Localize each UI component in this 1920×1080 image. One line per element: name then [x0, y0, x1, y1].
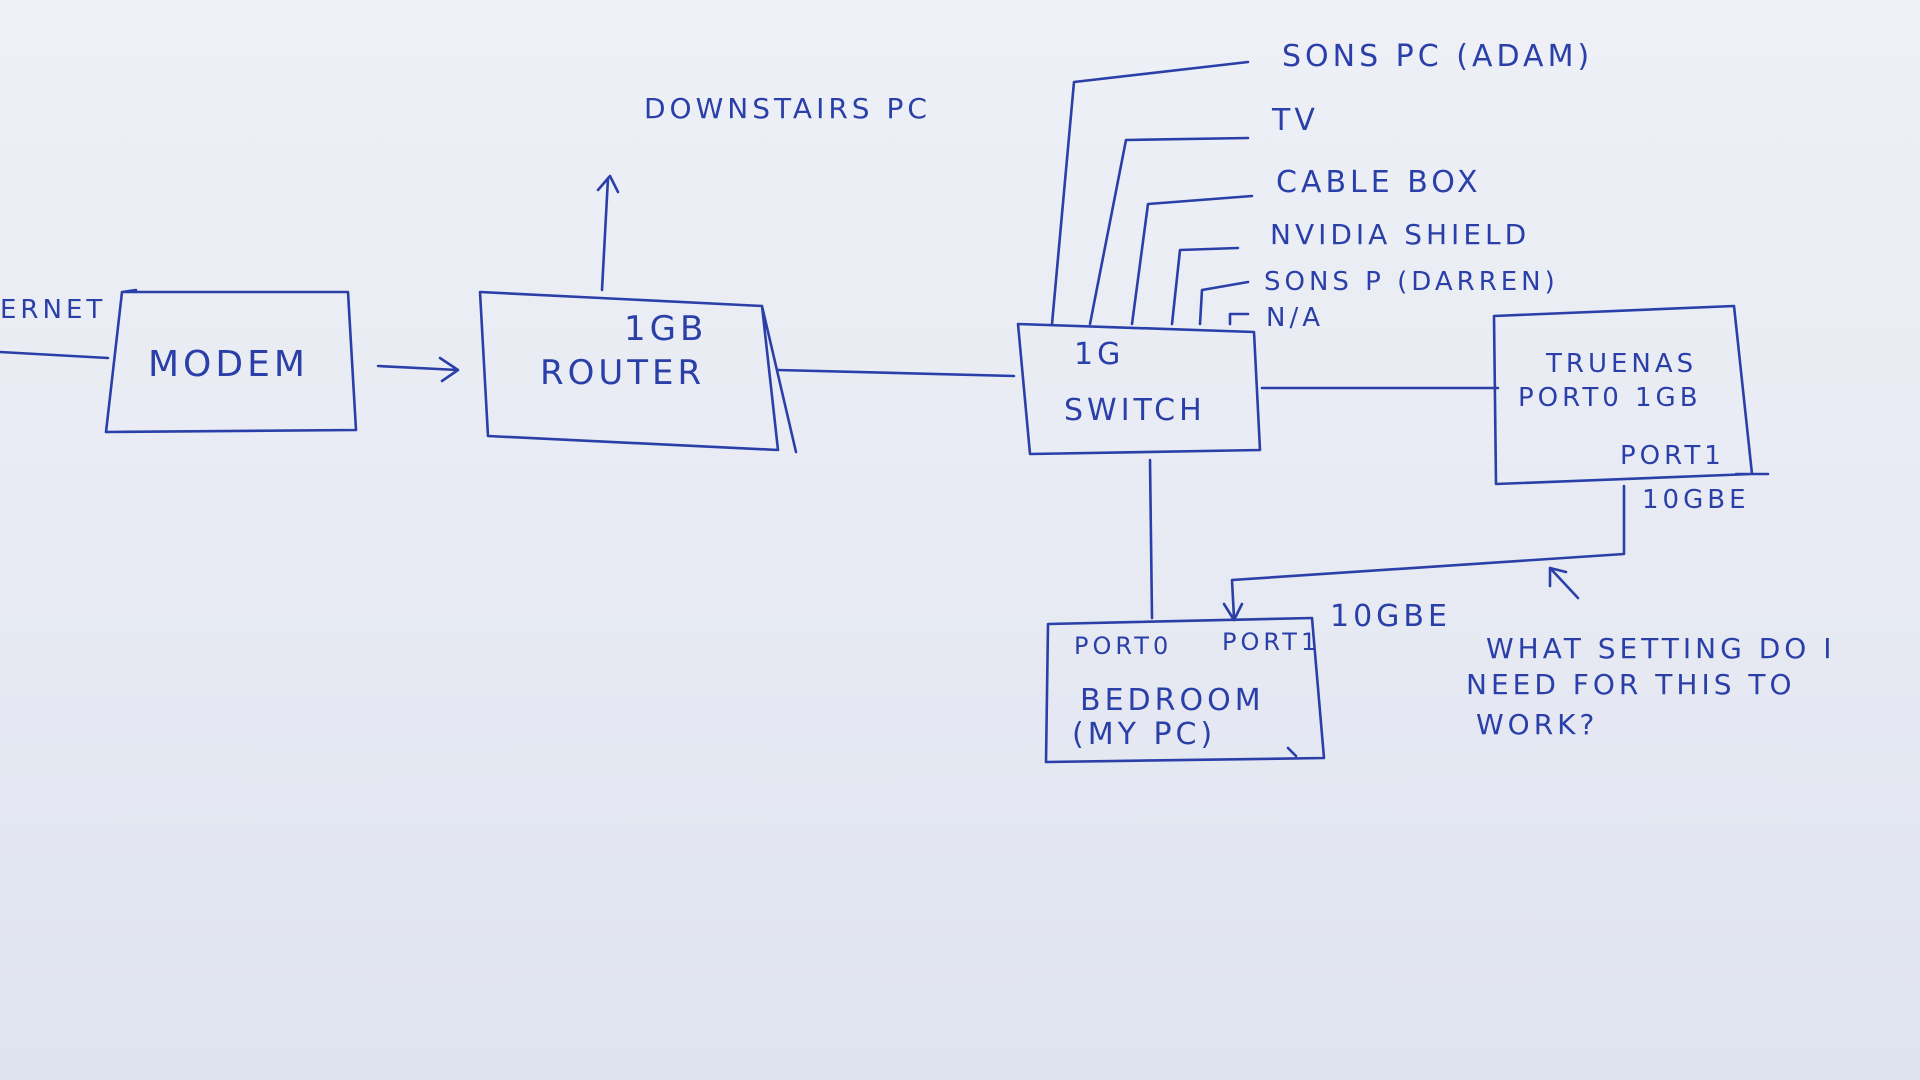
branch-na — [1228, 312, 1250, 326]
switch-bedroom-line — [1148, 458, 1154, 620]
question-line-1: WHAT SETTING DO I — [1486, 632, 1835, 665]
branch-tv — [1088, 136, 1250, 326]
bedroom-label-2: (MY PC) — [1072, 717, 1216, 752]
tengbe-link — [1230, 484, 1626, 620]
modem-router-arrow — [376, 356, 460, 383]
bedroom-box-outline — [1044, 616, 1326, 764]
modem-box-outline — [104, 288, 358, 434]
question-line-2: NEED FOR THIS TO — [1466, 668, 1796, 701]
router-box-outline — [478, 290, 798, 454]
tengbe-truenas-label: 10GBE — [1642, 485, 1750, 515]
tengbe-bedroom-label: 10GBE — [1330, 599, 1451, 634]
branch-sons-pc-adam — [1050, 60, 1250, 326]
switch-box: 1G SWITCH — [1016, 322, 1262, 456]
nvidia-shield-label: NVIDIA SHIELD — [1270, 218, 1530, 251]
router-downstairs-arrow — [596, 174, 620, 292]
modem-label: MODEM — [148, 344, 309, 385]
router-label-2: ROUTER — [540, 353, 705, 393]
cable-box-label: CABLE BOX — [1276, 165, 1482, 200]
truenas-box-outline — [1492, 304, 1770, 486]
question-line-3: WORK? — [1476, 708, 1598, 741]
pointer-arrow — [1548, 566, 1580, 600]
tv-label: TV — [1271, 103, 1319, 138]
connections — [0, 60, 1626, 622]
router-label-1: 1GB — [624, 309, 707, 349]
internet-label: ERNET — [0, 295, 106, 325]
switch-box-outline — [1016, 322, 1262, 456]
switch-label-1: 1G — [1074, 337, 1124, 372]
downstairs-pc-label: DOWNSTAIRS PC — [644, 92, 931, 125]
branch-cable-box — [1130, 194, 1254, 326]
modem-box: MODEM — [104, 288, 358, 434]
truenas-label-3: PORT1 — [1620, 441, 1725, 471]
truenas-label-2: PORT0 1GB — [1518, 383, 1702, 413]
internet-line — [0, 350, 110, 360]
router-switch-line — [776, 368, 1016, 378]
truenas-box: TRUENAS PORT0 1GB PORT1 — [1492, 304, 1770, 486]
labels: ERNET DOWNSTAIRS PC SONS PC (ADAM) TV CA… — [0, 39, 1835, 741]
branch-nvidia-shield — [1170, 246, 1240, 326]
bedroom-label-1: BEDROOM — [1080, 683, 1265, 718]
truenas-label-1: TRUENAS — [1545, 349, 1697, 379]
bedroom-port1-label: PORT1 — [1222, 628, 1320, 656]
branch-sons-pc-darren — [1198, 280, 1250, 326]
bedroom-box: PORT0 PORT1 BEDROOM (MY PC) — [1044, 616, 1326, 764]
bedroom-port0-label: PORT0 — [1074, 632, 1172, 660]
switch-label-2: SWITCH — [1064, 393, 1206, 428]
sons-pc-darren-label: SONS P (DARREN) — [1264, 267, 1559, 297]
router-box: 1GB ROUTER — [478, 290, 798, 454]
sons-pc-adam-label: SONS PC (ADAM) — [1282, 39, 1593, 74]
na-label: N/A — [1266, 303, 1324, 333]
